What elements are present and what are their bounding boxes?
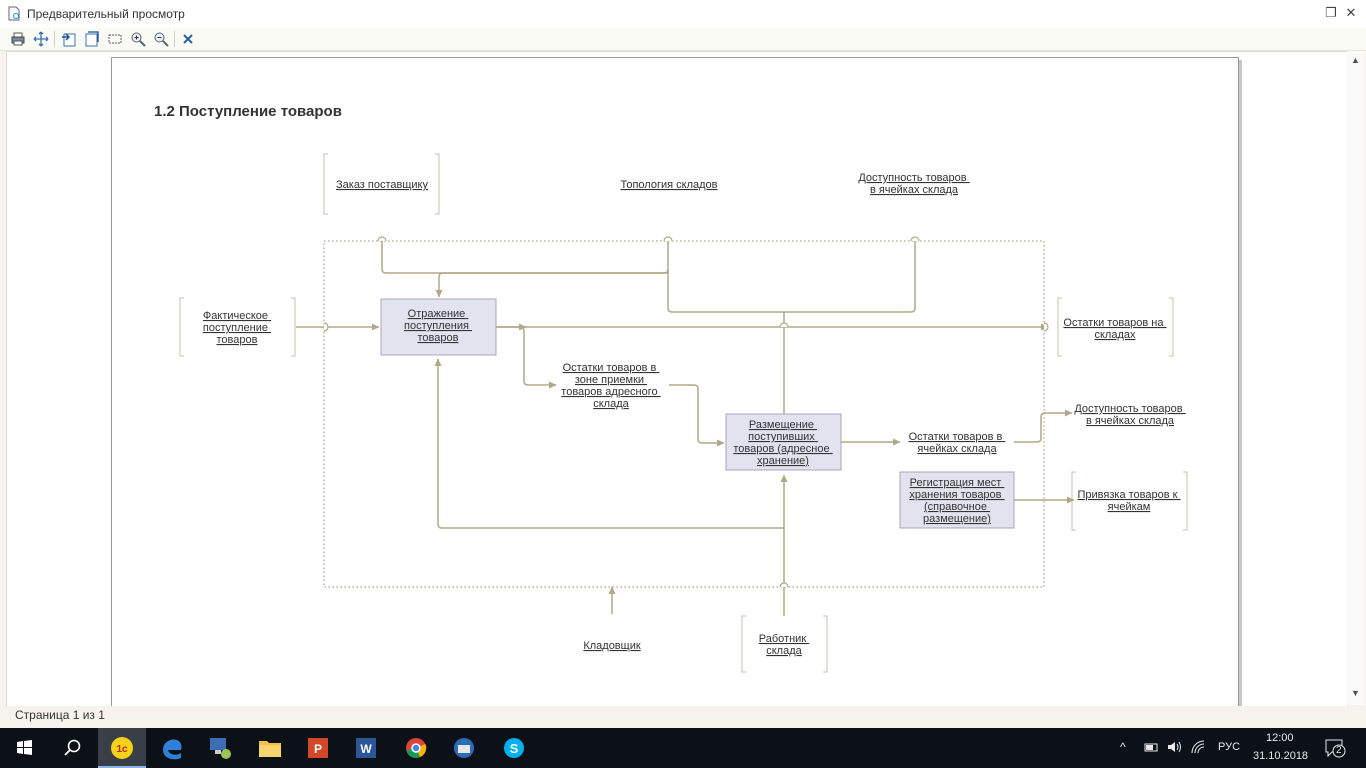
diagram-arrows: [296, 241, 1075, 616]
process-box-registration[interactable]: [899, 471, 1015, 529]
diagram-title: 1.2 Поступление товаров: [154, 103, 342, 120]
edge-icon[interactable]: [148, 728, 196, 768]
toolbar-separator: [174, 31, 175, 47]
svg-text:P: P: [314, 742, 322, 756]
mechanism-storekeeper-label[interactable]: Кладовщик: [583, 640, 641, 652]
process-box-reflection[interactable]: [380, 298, 497, 356]
print-icon[interactable]: [10, 31, 26, 47]
reception-stock-label[interactable]: Остатки товаров в зоне приемки товаров а…: [561, 362, 660, 410]
control-order-label[interactable]: Заказ поставщику: [336, 179, 428, 191]
close-icon[interactable]: ✕: [1345, 5, 1357, 20]
svg-text:W: W: [360, 742, 372, 756]
scroll-down-icon[interactable]: ▼: [1351, 688, 1360, 698]
clock-date[interactable]: 31.10.2018: [1253, 750, 1309, 762]
clock-time[interactable]: 12:00: [1266, 732, 1294, 744]
document-icon: [8, 6, 20, 21]
1c-icon[interactable]: 1c: [98, 728, 146, 768]
tray-chevron-icon[interactable]: ^: [1120, 740, 1126, 754]
cells-stock-label[interactable]: Остатки товаров в ячейках склада: [909, 431, 1006, 455]
context-boundary: [323, 240, 1045, 588]
status-bar: Страница 1 из 1: [0, 706, 1366, 728]
title-bar: Предварительный просмотр ❐ ✕: [0, 0, 1366, 29]
language-indicator[interactable]: РУС: [1218, 741, 1241, 753]
skype-icon[interactable]: S: [490, 728, 538, 768]
page-indicator: Страница 1 из 1: [15, 708, 105, 722]
process-registration-label: Регистрация мест хранения товаров (справ…: [909, 477, 1004, 525]
process-reflection-label: Отражение поступления товаров: [404, 308, 472, 344]
vertical-scrollbar[interactable]: ▲ ▼: [1347, 51, 1365, 705]
battery-icon[interactable]: [1143, 740, 1159, 754]
volume-icon[interactable]: [1166, 739, 1182, 755]
toolbar: [0, 28, 1366, 51]
search-icon[interactable]: [48, 728, 96, 768]
thunderbird-icon[interactable]: [440, 728, 488, 768]
mechanism-worker-label[interactable]: Работник склада: [759, 633, 809, 657]
process-box-placement[interactable]: [725, 413, 842, 471]
powerpoint-icon[interactable]: P: [294, 728, 342, 768]
preview-window: Предварительный просмотр ❐ ✕: [0, 0, 1366, 728]
zoom-out-icon[interactable]: [153, 31, 169, 47]
control-topology-label[interactable]: Топология складов: [621, 179, 718, 191]
tunnel-brackets: [179, 153, 1188, 673]
page-next-icon[interactable]: [84, 31, 100, 47]
window-title: Предварительный просмотр: [27, 7, 185, 21]
restore-icon[interactable]: ❐: [1325, 5, 1337, 20]
move-icon[interactable]: [33, 31, 49, 47]
preview-area[interactable]: 1.2 Поступление товаров: [6, 51, 1348, 707]
svg-text:1c: 1c: [116, 744, 128, 755]
toolbar-separator: [54, 31, 55, 47]
network-icon[interactable]: [1190, 739, 1206, 755]
network-app-icon[interactable]: [196, 728, 244, 768]
chrome-icon[interactable]: [392, 728, 440, 768]
output-binding-label[interactable]: Привязка товаров к ячейкам: [1078, 489, 1181, 513]
preview-page: 1.2 Поступление товаров: [111, 57, 1239, 706]
explorer-icon[interactable]: [246, 728, 294, 768]
output-availability-label[interactable]: Доступность товаров в ячейках склада: [1074, 403, 1185, 427]
taskbar: 1c P W S ^ РУС 12:00 31.10.2018 2: [0, 728, 1366, 768]
select-area-icon[interactable]: [107, 31, 123, 47]
svg-text:S: S: [510, 741, 519, 756]
page-prev-icon[interactable]: [61, 31, 77, 47]
notification-count: 2: [1336, 745, 1342, 756]
zoom-in-icon[interactable]: [130, 31, 146, 47]
idef0-diagram: 1.2 Поступление товаров: [154, 103, 1188, 673]
word-icon[interactable]: W: [342, 728, 390, 768]
control-availability-label[interactable]: Доступность товаров в ячейках склада: [858, 172, 969, 196]
output-stock-label[interactable]: Остатки товаров на складах: [1063, 317, 1166, 341]
notifications-icon[interactable]: [1324, 738, 1346, 758]
start-icon[interactable]: [0, 728, 48, 768]
scroll-up-icon[interactable]: ▲: [1351, 55, 1360, 65]
crossing-bumps: [323, 236, 1049, 588]
process-placement-label: Размещение поступивших товаров (адресное…: [733, 419, 832, 467]
input-fact-label[interactable]: Фактическое поступление товаров: [203, 310, 271, 346]
close-preview-icon[interactable]: [180, 31, 196, 47]
